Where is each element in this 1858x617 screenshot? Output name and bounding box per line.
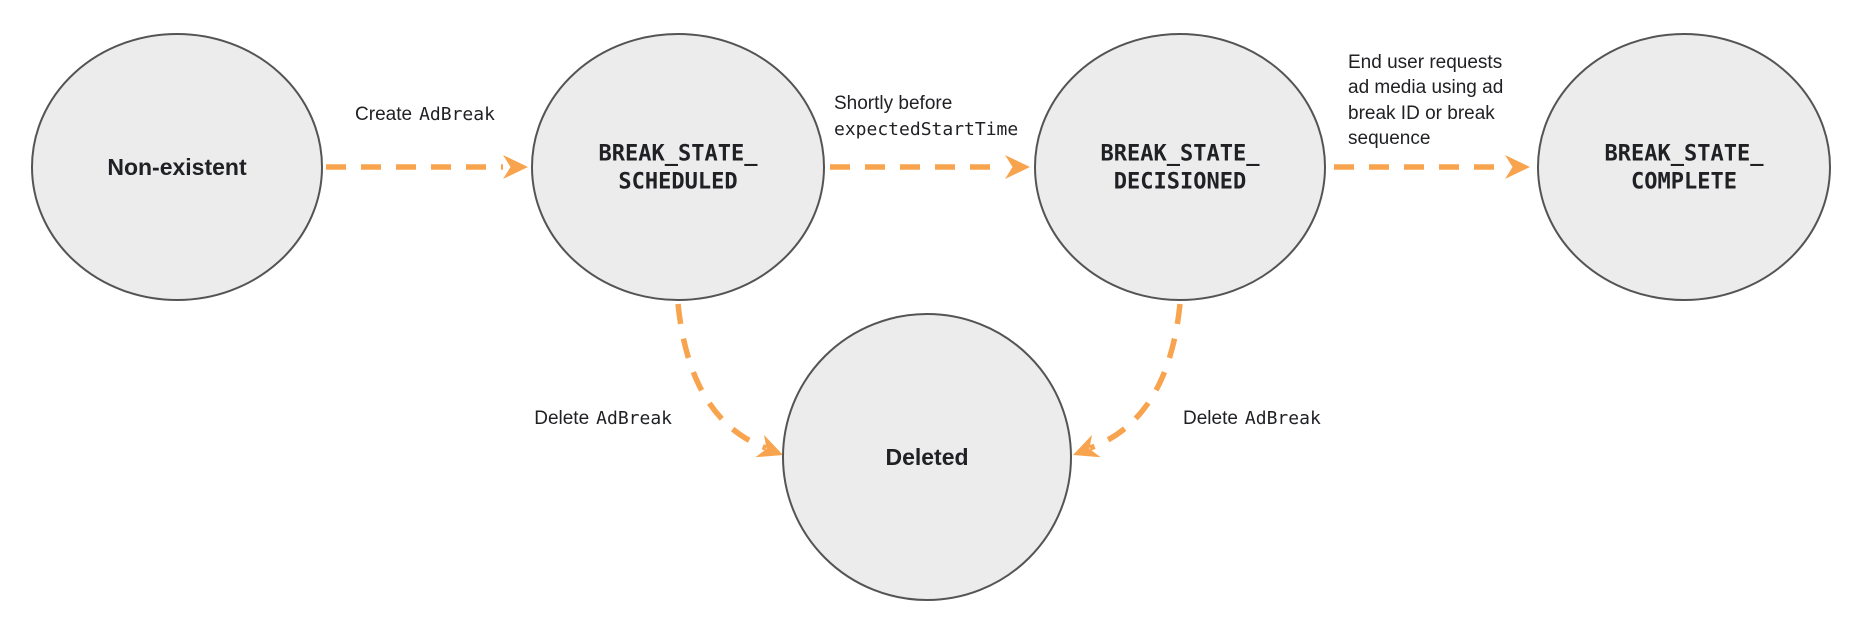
state-node-deleted: Deleted: [782, 313, 1072, 601]
transition-delete-scheduled-label-code: AdBreak: [596, 408, 672, 429]
state-node-deleted-label: Deleted: [885, 444, 968, 470]
state-node-deleted-shape: [782, 313, 1072, 601]
transition-delete-decisioned-label-text: Delete: [1183, 408, 1238, 429]
state-node-non-existent-label: Non-existent: [107, 154, 247, 180]
transition-delete-scheduled-label: Delete AdBreak: [534, 408, 672, 429]
state-node-break-state-decisioned: BREAK_STATE_ DECISIONED: [1034, 33, 1326, 301]
transition-delete-decisioned-arrowhead-icon: [1073, 434, 1101, 458]
state-node-decisioned-label-line2: DECISIONED: [1114, 170, 1246, 195]
state-node-complete-label-line1: BREAK_STATE_: [1605, 142, 1765, 167]
transition-delete-decisioned-line: [1089, 303, 1183, 451]
transition-create-adbreak-arrowhead-icon: [503, 155, 528, 179]
transition-end-user-requests-label-line3: break ID or break: [1348, 103, 1495, 124]
transition-end-user-requests-label-line2: ad media using ad: [1348, 77, 1503, 98]
transition-delete-decisioned-label-code: AdBreak: [1245, 408, 1321, 429]
transition-create-adbreak-label-code: AdBreak: [419, 104, 495, 125]
state-node-complete-label-line2: COMPLETE: [1631, 170, 1737, 195]
transition-create-adbreak: Create AdBreak: [326, 104, 528, 179]
transition-delete-decisioned-label: Delete AdBreak: [1183, 408, 1321, 429]
transition-end-user-requests-arrowhead-icon: [1505, 155, 1530, 179]
transition-delete-scheduled-arrowhead-icon: [755, 434, 783, 458]
transition-delete-adbreak-from-decisioned: Delete AdBreak: [1073, 303, 1321, 458]
state-node-decisioned-shape: [1034, 33, 1326, 301]
state-node-break-state-complete: BREAK_STATE_ COMPLETE: [1537, 33, 1831, 301]
state-node-break-state-scheduled: BREAK_STATE_ SCHEDULED: [531, 33, 825, 301]
state-node-scheduled-label-line2: SCHEDULED: [618, 170, 737, 195]
state-node-scheduled-label-line1: BREAK_STATE_: [599, 142, 759, 167]
transition-shortly-before: Shortly before expectedStartTime: [830, 93, 1030, 179]
transition-shortly-before-label-line1: Shortly before: [834, 93, 952, 114]
transition-shortly-before-label-code: expectedStartTime: [834, 119, 1018, 140]
transition-end-user-requests: End user requests ad media using ad brea…: [1334, 52, 1530, 179]
transition-create-adbreak-label: Create AdBreak: [355, 104, 495, 125]
transition-end-user-requests-label-line4: sequence: [1348, 128, 1430, 149]
transition-create-adbreak-label-text: Create: [355, 104, 412, 125]
state-node-scheduled-shape: [531, 33, 825, 301]
transition-delete-scheduled-label-text: Delete: [534, 408, 589, 429]
state-node-decisioned-label-line1: BREAK_STATE_: [1101, 142, 1261, 167]
state-node-non-existent: Non-existent: [31, 33, 323, 301]
state-node-complete-shape: [1537, 33, 1831, 301]
transition-shortly-before-arrowhead-icon: [1005, 155, 1030, 179]
transition-delete-scheduled-line: [675, 303, 767, 451]
transition-delete-adbreak-from-scheduled: Delete AdBreak: [534, 303, 783, 458]
transition-end-user-requests-label-line1: End user requests: [1348, 52, 1502, 73]
state-node-non-existent-shape: [31, 33, 323, 301]
